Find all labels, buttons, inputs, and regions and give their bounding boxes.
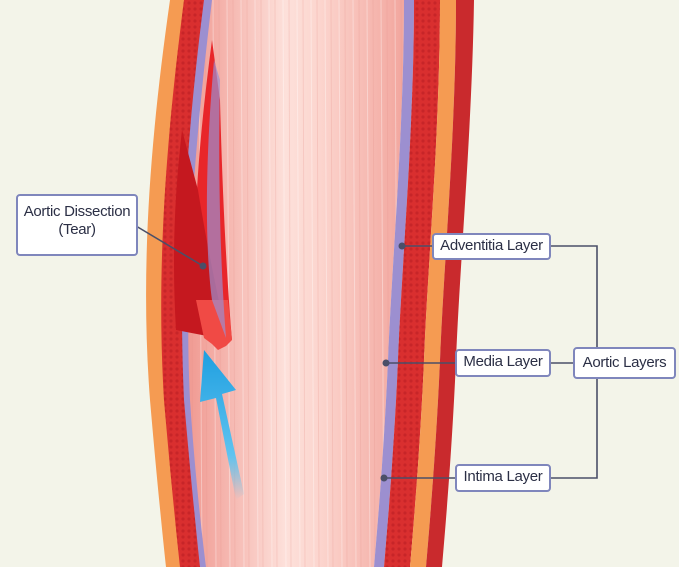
media-dot bbox=[383, 360, 390, 367]
intima-layer-label: Intima Layer bbox=[455, 464, 551, 492]
aortic-dissection-label: Aortic Dissection (Tear) bbox=[16, 194, 138, 256]
aortic-layers-label: Aortic Layers bbox=[573, 347, 676, 379]
aortic-dissection-label-line2: (Tear) bbox=[22, 221, 132, 239]
dissection-dot bbox=[200, 263, 207, 270]
media-layer-label: Media Layer bbox=[455, 349, 551, 377]
adventitia-dot bbox=[399, 243, 406, 250]
adventitia-layer-label: Adventitia Layer bbox=[432, 233, 551, 260]
intima-dot bbox=[381, 475, 388, 482]
aortic-dissection-label-line1: Aortic Dissection bbox=[22, 203, 132, 221]
